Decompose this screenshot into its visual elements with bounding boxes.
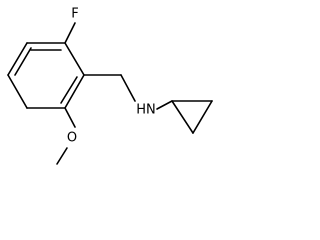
fluorine-atom-label: F: [71, 7, 78, 22]
cyclopropyl-bond-left: [171, 100, 194, 134]
ring-bond-top-left: [7, 42, 28, 76]
ring-bond-bottom-left: [7, 74, 28, 109]
cyclopropyl-bond-bottom: [192, 100, 213, 134]
benzene-ring: [7, 42, 85, 109]
ring-bond-bottom-right: [64, 74, 85, 109]
methylene-nitrogen-bond: [120, 74, 136, 102]
chemical-structure-diagram: F HN O: [7, 7, 213, 165]
oxygen-methyl-bond: [56, 147, 68, 165]
ring-double-bond-left: [14, 47, 32, 76]
nitrogen-cyclopropyl-bond: [156, 100, 173, 110]
carbon-fluorine-bond: [64, 22, 76, 44]
ring-oxygen-bond: [64, 107, 76, 128]
ring-bond-top-right: [64, 42, 85, 76]
oxygen-atom-label: O: [67, 131, 77, 146]
cyclopropyl-ring: [171, 100, 213, 134]
ring-double-bond-right: [60, 76, 78, 104]
nitrogen-atom-label: HN: [136, 103, 156, 118]
